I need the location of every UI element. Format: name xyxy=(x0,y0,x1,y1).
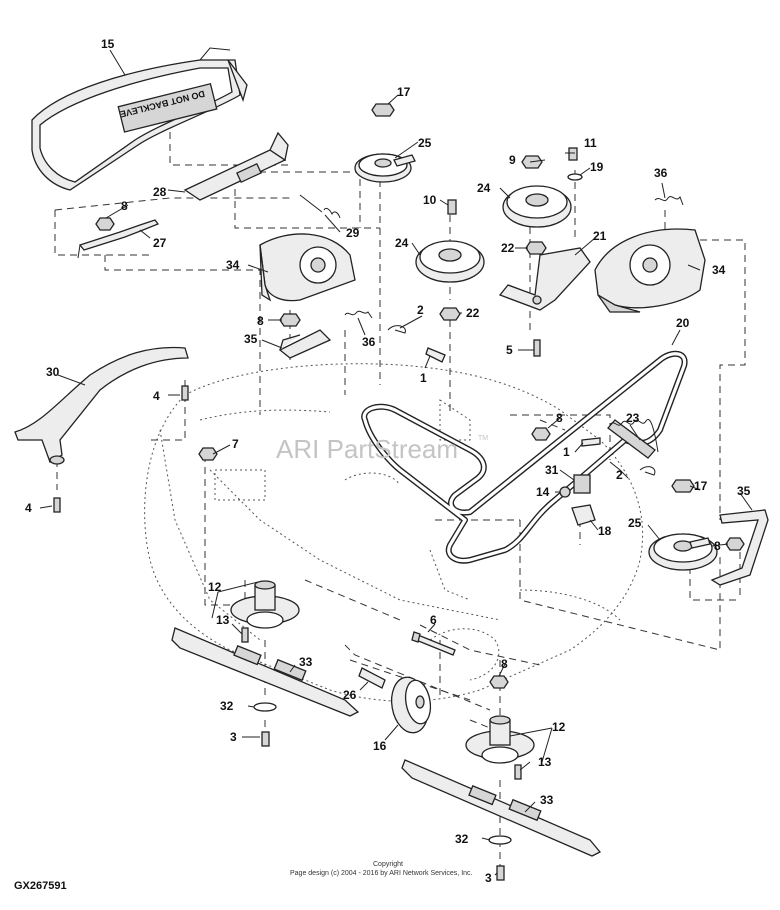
idler-arm-left xyxy=(259,233,356,302)
spring-36-right xyxy=(654,195,684,206)
spindle-left xyxy=(230,580,300,629)
bracket-28 xyxy=(183,131,289,201)
pin-1-left xyxy=(425,347,446,363)
spring-29 xyxy=(299,194,341,219)
callout-36-top: 36 xyxy=(654,166,668,180)
callout-8-d: 8 xyxy=(714,539,721,553)
callout-14: 14 xyxy=(536,485,550,499)
diagram-code: GX267591 xyxy=(14,880,67,892)
callout-16: 16 xyxy=(373,739,387,753)
pulley-24-right xyxy=(502,185,572,228)
callout-35-left: 35 xyxy=(244,332,258,346)
callout-27: 27 xyxy=(153,236,167,250)
callout-18: 18 xyxy=(598,524,612,538)
callout-8-e: 8 xyxy=(501,657,508,671)
callout-26: 26 xyxy=(343,688,357,702)
blade-right xyxy=(401,759,602,857)
callout-22-a: 22 xyxy=(501,241,515,255)
callout-8-a: 8 xyxy=(121,199,128,213)
callout-29: 29 xyxy=(346,226,360,240)
spring-23 xyxy=(607,419,659,459)
callout-10: 10 xyxy=(423,193,437,207)
callout-2-a: 2 xyxy=(417,303,424,317)
callout-3-a: 3 xyxy=(230,730,237,744)
callout-8-c: 8 xyxy=(556,411,563,425)
callout-12-b: 12 xyxy=(552,720,566,734)
callout-9: 9 xyxy=(509,153,516,167)
spring-36-left xyxy=(344,310,373,319)
callout-3-b: 3 xyxy=(485,871,492,885)
callout-4-a: 4 xyxy=(153,389,160,403)
callout-6: 6 xyxy=(430,613,437,627)
callout-13-a: 13 xyxy=(216,613,230,627)
callout-13-b: 13 xyxy=(538,755,552,769)
callout-19: 19 xyxy=(590,160,604,174)
drive-belt xyxy=(361,350,688,564)
callout-32-b: 32 xyxy=(455,832,469,846)
callout-22-b: 22 xyxy=(466,306,480,320)
mower-deck-outline xyxy=(144,363,644,702)
clip-2-right xyxy=(639,466,656,476)
callout-leaders xyxy=(39,49,753,876)
clip-2-left xyxy=(387,325,406,334)
spindle-right xyxy=(465,715,535,764)
bracket-35-left xyxy=(278,329,332,359)
watermark-mark: TM xyxy=(478,435,488,442)
callout-8-b: 8 xyxy=(257,314,264,328)
rod-27 xyxy=(77,219,160,259)
callout-1-b: 1 xyxy=(563,445,570,459)
pin-1-right xyxy=(581,437,601,447)
callout-15: 15 xyxy=(101,37,115,51)
callout-31: 31 xyxy=(545,463,559,477)
pulley-25-right xyxy=(648,533,718,571)
callout-17-b: 17 xyxy=(694,479,708,493)
callout-24-a: 24 xyxy=(395,236,409,250)
hardware xyxy=(53,103,745,881)
callout-17: 17 xyxy=(397,85,411,99)
callout-36-left: 36 xyxy=(362,335,376,349)
rod-35-right xyxy=(710,509,769,586)
idler-arm-right xyxy=(594,228,706,313)
belt-shield: DO NOT BACKLEVE xyxy=(31,47,248,191)
callout-25-b: 25 xyxy=(628,516,642,530)
pulley-24-center xyxy=(415,240,485,283)
arm-30 xyxy=(14,346,189,465)
callout-20: 20 xyxy=(676,316,690,330)
callout-34-left: 34 xyxy=(226,258,240,272)
copyright-line1: Copyright xyxy=(373,861,403,868)
shoulder-bolt-26 xyxy=(358,667,386,689)
bracket-21 xyxy=(498,247,591,311)
callout-21: 21 xyxy=(593,229,607,243)
callout-4-b: 4 xyxy=(25,501,32,515)
callout-25: 25 xyxy=(418,136,432,150)
callout-33-b: 33 xyxy=(540,793,554,807)
callout-5: 5 xyxy=(506,343,513,357)
callout-28: 28 xyxy=(153,185,167,199)
callout-1-a: 1 xyxy=(420,371,427,385)
callout-33-a: 33 xyxy=(299,655,313,669)
callout-24-b: 24 xyxy=(477,181,491,195)
callout-23: 23 xyxy=(626,411,640,425)
pulley-25-top xyxy=(354,153,416,183)
callout-34-right: 34 xyxy=(712,263,726,277)
watermark: ARI PartStream xyxy=(276,434,458,464)
bushing-31 xyxy=(573,474,591,494)
callout-11: 11 xyxy=(584,136,597,150)
nut-14 xyxy=(559,486,571,498)
bracket-18 xyxy=(571,504,596,526)
gauge-wheel xyxy=(390,676,432,734)
blade-left xyxy=(171,627,360,717)
callout-12-a: 12 xyxy=(208,580,222,594)
copyright-line2: Page design (c) 2004 - 2016 by ARI Netwo… xyxy=(290,870,473,877)
callout-35-right: 35 xyxy=(737,484,751,498)
callout-labels: 15 17 25 11 9 19 36 28 8 27 29 10 24 24 … xyxy=(25,37,751,885)
bolt-6 xyxy=(411,631,456,656)
callout-2-b: 2 xyxy=(616,468,623,482)
callout-32-a: 32 xyxy=(220,699,234,713)
callout-30: 30 xyxy=(46,365,60,379)
callout-7: 7 xyxy=(232,437,239,451)
